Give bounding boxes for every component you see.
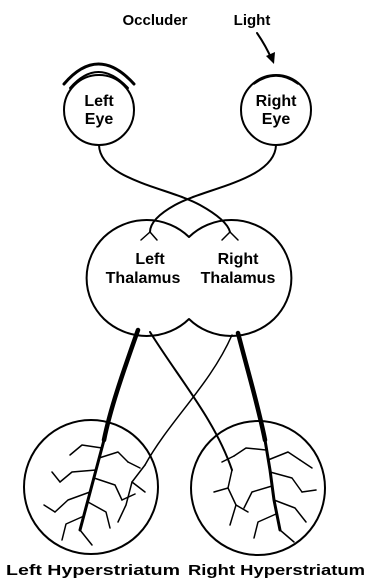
thalamus: Left Thalamus Right Thalamus: [87, 220, 292, 336]
left-thalamus-label-line1: Left: [135, 251, 165, 268]
right-arborization: [214, 440, 316, 542]
right-thalamus-label-line1: Right: [218, 251, 260, 268]
right-hyperstriatum: [191, 421, 325, 555]
right-eye: Right Eye: [241, 75, 311, 145]
right-eye-label-line2: Eye: [262, 111, 291, 128]
left-hyperstriatum: [24, 420, 158, 554]
optic-crossing: [99, 145, 276, 240]
occluder-label: Occluder: [122, 12, 187, 29]
right-thalamus-label-line2: Thalamus: [201, 270, 276, 287]
left-thalamus-label-line2: Thalamus: [106, 270, 181, 287]
right-hyperstriatum-label: Right Hyperstriatum: [188, 562, 365, 579]
light-arrow: [257, 33, 275, 64]
left-arborization: [44, 440, 145, 545]
right-eye-label-line1: Right: [256, 93, 298, 110]
left-hyperstriatum-label: Left Hyperstriatum: [6, 562, 180, 579]
left-eye: Left Eye: [64, 75, 134, 145]
left-eye-label-line1: Left: [84, 93, 114, 110]
left-eye-label-line2: Eye: [85, 111, 114, 128]
thalamic-projections: [104, 330, 265, 470]
light-label: Light: [234, 12, 271, 29]
